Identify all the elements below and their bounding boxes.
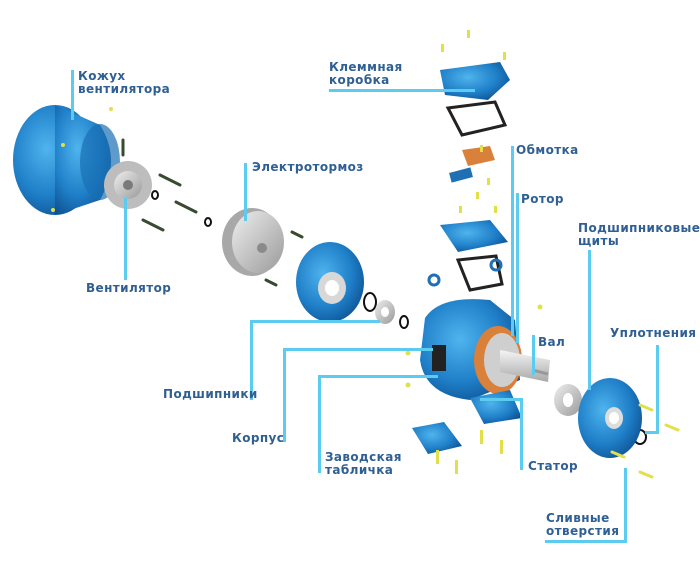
- leader-shaft: [532, 335, 535, 375]
- front-bearing-shield-part: [578, 378, 642, 458]
- label-bearing-shields: Подшипниковые щиты: [578, 222, 700, 248]
- leader-fan: [124, 198, 127, 280]
- leader-bearings-h: [250, 320, 380, 323]
- label-drain-holes-line2: отверстия: [546, 524, 620, 538]
- label-bearing-shields-line2: щиты: [578, 234, 620, 248]
- screws: [51, 30, 543, 474]
- leader-seals-v: [656, 345, 659, 433]
- terminal-block-part: [449, 146, 495, 183]
- fan-part: [104, 161, 152, 209]
- leader-housing-v: [283, 348, 286, 442]
- label-fan-cover-line2: вентилятора: [78, 82, 171, 96]
- label-drain-holes-line1: Сливные: [546, 511, 610, 525]
- leader-housing-h: [283, 348, 433, 351]
- electric-brake-part: [222, 208, 284, 276]
- label-bearing-shields-line1: Подшипниковые: [578, 221, 700, 235]
- terminal-box-lid-part: [440, 62, 510, 137]
- front-screws: [610, 403, 680, 479]
- leader-bearing-shields: [588, 250, 591, 390]
- rear-bearing-shield-part: [296, 242, 364, 322]
- fan-cover-part: [13, 105, 120, 215]
- label-electric-brake: Электротормоз: [252, 160, 364, 174]
- fan-bolts: [121, 138, 304, 287]
- label-fan-cover-line1: Кожух: [78, 69, 126, 83]
- label-terminal-box-line1: Клеммная: [329, 60, 403, 74]
- label-bearings: Подшипники: [163, 387, 258, 401]
- label-nameplate-line1: Заводская: [325, 450, 402, 464]
- label-fan: Вентилятор: [86, 281, 172, 295]
- leader-stator-h: [480, 398, 520, 401]
- leader-terminal-box: [329, 89, 475, 92]
- leader-winding: [511, 146, 514, 336]
- housing-part: [420, 299, 522, 400]
- leader-drain-holes-h: [545, 540, 627, 543]
- label-drain-holes: Сливные отверстия: [546, 512, 619, 538]
- terminal-box-part: [427, 220, 508, 292]
- label-terminal-box: Клеммная коробка: [329, 61, 403, 87]
- label-shaft: Вал: [538, 335, 566, 349]
- label-nameplate: Заводская табличка: [325, 451, 402, 477]
- label-stator: Статор: [528, 459, 579, 473]
- label-terminal-box-line2: коробка: [329, 73, 390, 87]
- label-rotor: Ротор: [521, 192, 564, 206]
- leader-bearings-v: [250, 320, 253, 400]
- bearings-part: [375, 300, 582, 416]
- leader-fan-cover: [71, 70, 74, 120]
- label-housing: Корпус: [232, 431, 285, 445]
- label-nameplate-line2: табличка: [325, 463, 394, 477]
- label-fan-cover: Кожух вентилятора: [78, 70, 170, 96]
- leader-seals-h: [645, 431, 659, 434]
- leader-electric-brake: [244, 163, 247, 221]
- leader-stator-v: [520, 398, 523, 470]
- leader-drain-holes-v: [624, 468, 627, 540]
- label-seals: Уплотнения: [610, 326, 697, 340]
- leader-nameplate-v: [318, 375, 321, 473]
- label-winding: Обмотка: [516, 143, 579, 157]
- leader-nameplate-h: [318, 375, 438, 378]
- leader-rotor: [516, 193, 519, 343]
